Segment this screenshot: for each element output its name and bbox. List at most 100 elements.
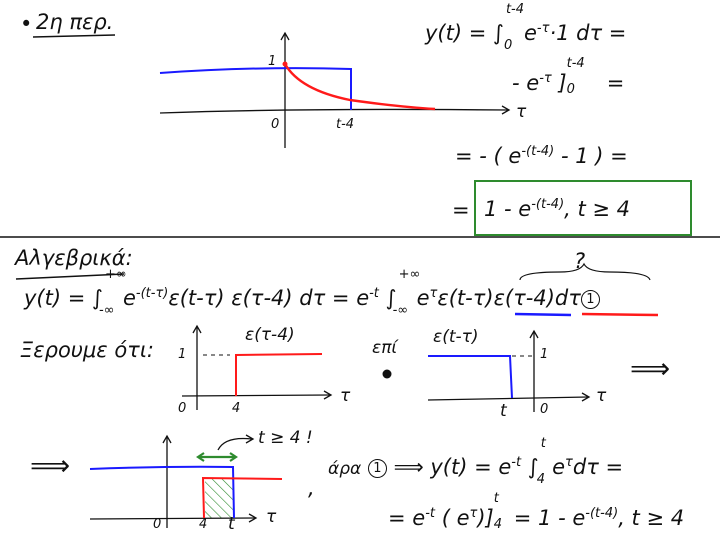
text: ) xyxy=(477,506,486,530)
equation-result-1: άρα 1 ⟹ y(t) = e-t ∫t 4 eτdτ = xyxy=(328,437,624,486)
lower-limit: 4 xyxy=(493,517,503,532)
condition-note: t ≥ 4 ! xyxy=(258,428,313,448)
graph-1 xyxy=(159,31,511,148)
arrow: ⟹ xyxy=(393,455,424,479)
text: 1 - e xyxy=(484,197,532,221)
y-arrow xyxy=(280,31,290,41)
label-zero: 0 xyxy=(271,117,280,132)
graph-b-t: t xyxy=(500,401,507,421)
graph-a xyxy=(181,324,333,410)
label-t-minus-4: t-4 xyxy=(336,117,355,132)
derivation-line-1: y(t) = ∫t-4 0 e-τ·1 dτ = xyxy=(425,3,627,52)
text: e xyxy=(552,455,566,479)
text: ·1 dτ = xyxy=(549,21,627,45)
text: ] xyxy=(558,71,567,95)
text: ∫ xyxy=(385,286,397,310)
graph-c xyxy=(89,434,283,528)
text: y(t) = ∫ xyxy=(24,286,103,310)
text: dτ = xyxy=(572,455,624,479)
red-underline xyxy=(581,312,659,317)
upper-limit: +∞ xyxy=(104,267,127,282)
step-red: ε(τ-4) xyxy=(493,286,555,310)
graph-a-four: 4 xyxy=(232,401,241,416)
exponent: -t xyxy=(425,506,436,521)
upper-limit: t-4 xyxy=(566,56,585,71)
lower-limit: 0 xyxy=(566,82,575,97)
graph-c-four: 4 xyxy=(199,517,208,532)
question-mark: ? xyxy=(574,249,586,273)
x-arrow xyxy=(501,105,511,115)
text: ( e xyxy=(441,506,470,530)
exponent: -(t-τ) xyxy=(135,286,169,301)
blue-step xyxy=(159,67,352,110)
text: ] xyxy=(485,506,494,530)
blue-underline xyxy=(514,312,572,317)
result-box xyxy=(474,180,692,236)
exponent: -t xyxy=(511,455,522,470)
red-dot xyxy=(282,61,288,67)
upper-limit: t xyxy=(493,491,499,506)
text: e xyxy=(416,286,430,310)
exponent: -(t-4) xyxy=(585,506,619,521)
exponent: -τ xyxy=(536,21,550,36)
x-axis xyxy=(159,108,509,114)
upper-limit: +∞ xyxy=(398,267,421,282)
graph-c-t: t xyxy=(228,514,235,534)
red-exponential xyxy=(283,63,436,111)
derivation-line-3: = - ( e-(t-4) - 1 ) = xyxy=(455,145,628,167)
exponent: -(t-4) xyxy=(531,197,565,212)
graph-c-zero: 0 xyxy=(153,517,162,532)
text: = e xyxy=(388,506,426,530)
text: e xyxy=(523,21,537,45)
text: ε(t-τ) ε(τ-4) dτ = xyxy=(168,286,350,310)
text: ∫ xyxy=(527,455,539,479)
lower-limit: -∞ xyxy=(98,303,115,318)
text: - 1 ) = xyxy=(560,144,628,168)
text: - e xyxy=(512,71,540,95)
exponent: -t xyxy=(369,286,379,301)
lower-limit: -∞ xyxy=(392,303,409,318)
multiply-dot xyxy=(382,369,392,379)
result-equals: = xyxy=(452,198,470,222)
step-blue: ε(t-τ) xyxy=(437,286,494,310)
hatched-area xyxy=(205,479,234,518)
text: y(t) = e xyxy=(430,455,512,479)
title-underline xyxy=(32,34,116,38)
text: e xyxy=(122,286,136,310)
lower-limit: 0 xyxy=(503,38,513,53)
text: y(t) = ∫ xyxy=(425,21,504,45)
implies-arrow: ⟹ xyxy=(630,352,671,385)
upper-limit: t-4 xyxy=(505,2,525,17)
section2-title: Αλγεβρικά: xyxy=(15,246,133,270)
curved-arrow xyxy=(217,437,253,451)
red-step xyxy=(201,476,283,519)
graph-b-label: ε(t-τ) xyxy=(433,327,479,347)
upper-limit: t xyxy=(540,436,546,451)
bullet: • xyxy=(20,12,33,36)
blue-step xyxy=(428,355,513,399)
lower-limit: 4 xyxy=(536,472,546,487)
blue-step xyxy=(89,465,235,519)
tau-axis-label: τ xyxy=(516,102,527,122)
text: = - ( e xyxy=(455,144,522,168)
section1-title: 2η περ. xyxy=(36,10,114,34)
text: = xyxy=(606,71,625,95)
equation-ref: 1 xyxy=(367,458,387,478)
known-label: Ξερουμε ότι: xyxy=(20,338,155,362)
exponent: τ xyxy=(429,286,438,301)
brace xyxy=(519,262,651,281)
equation-ref: 1 xyxy=(580,289,600,309)
text: = 1 - e xyxy=(513,506,586,530)
graph-a-zero: 0 xyxy=(178,401,187,416)
text: άρα xyxy=(328,459,362,479)
exponent: τ xyxy=(565,455,573,470)
graph-b-zero: 0 xyxy=(540,402,549,417)
comma: , xyxy=(308,476,315,500)
graph-a-label: ε(τ-4) xyxy=(245,325,295,345)
section2-underline xyxy=(15,273,125,280)
text: dτ xyxy=(554,286,581,310)
graph-a-one: 1 xyxy=(178,347,187,362)
